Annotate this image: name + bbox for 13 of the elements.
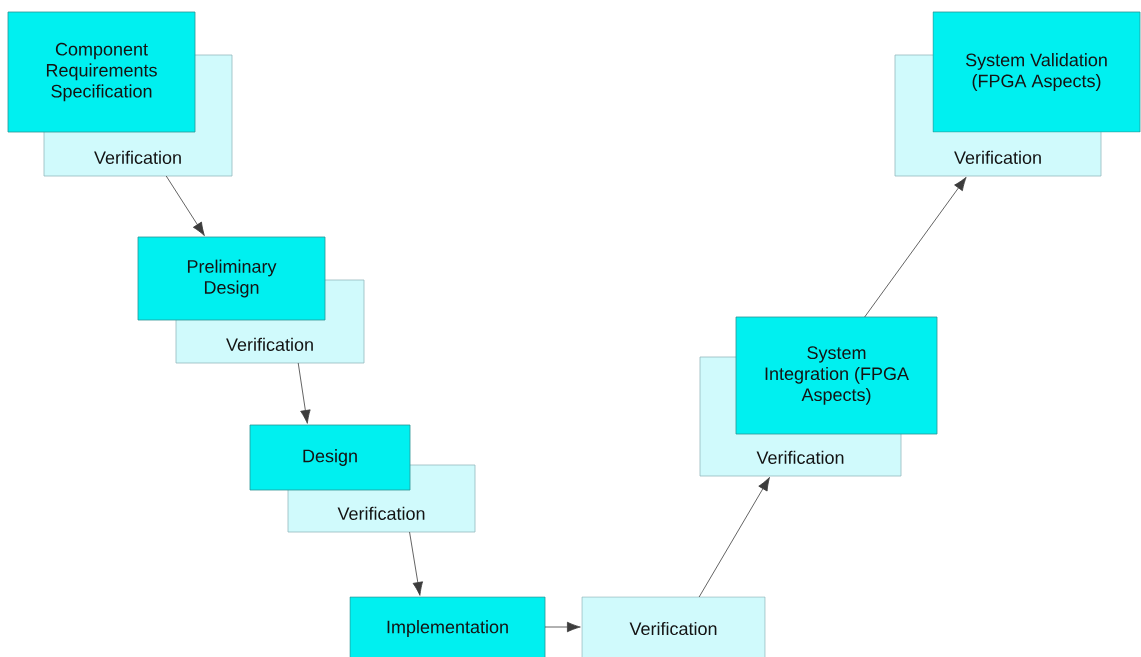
process-box: System Integration (FPGA Aspects) xyxy=(735,316,938,435)
process-box: Component Requirements Specification xyxy=(7,11,196,133)
arrow xyxy=(698,477,770,598)
arrow xyxy=(165,175,205,236)
arrow xyxy=(409,531,423,596)
process-box: Preliminary Design xyxy=(137,236,326,321)
process-box: System Validation (FPGA Aspects) xyxy=(932,11,1141,133)
process-box: Design xyxy=(249,424,411,491)
arrow xyxy=(864,176,967,318)
arrow xyxy=(544,621,581,633)
process-box: Implementation xyxy=(349,596,546,657)
verification-box: Verification xyxy=(581,596,766,657)
arrow xyxy=(297,362,311,424)
